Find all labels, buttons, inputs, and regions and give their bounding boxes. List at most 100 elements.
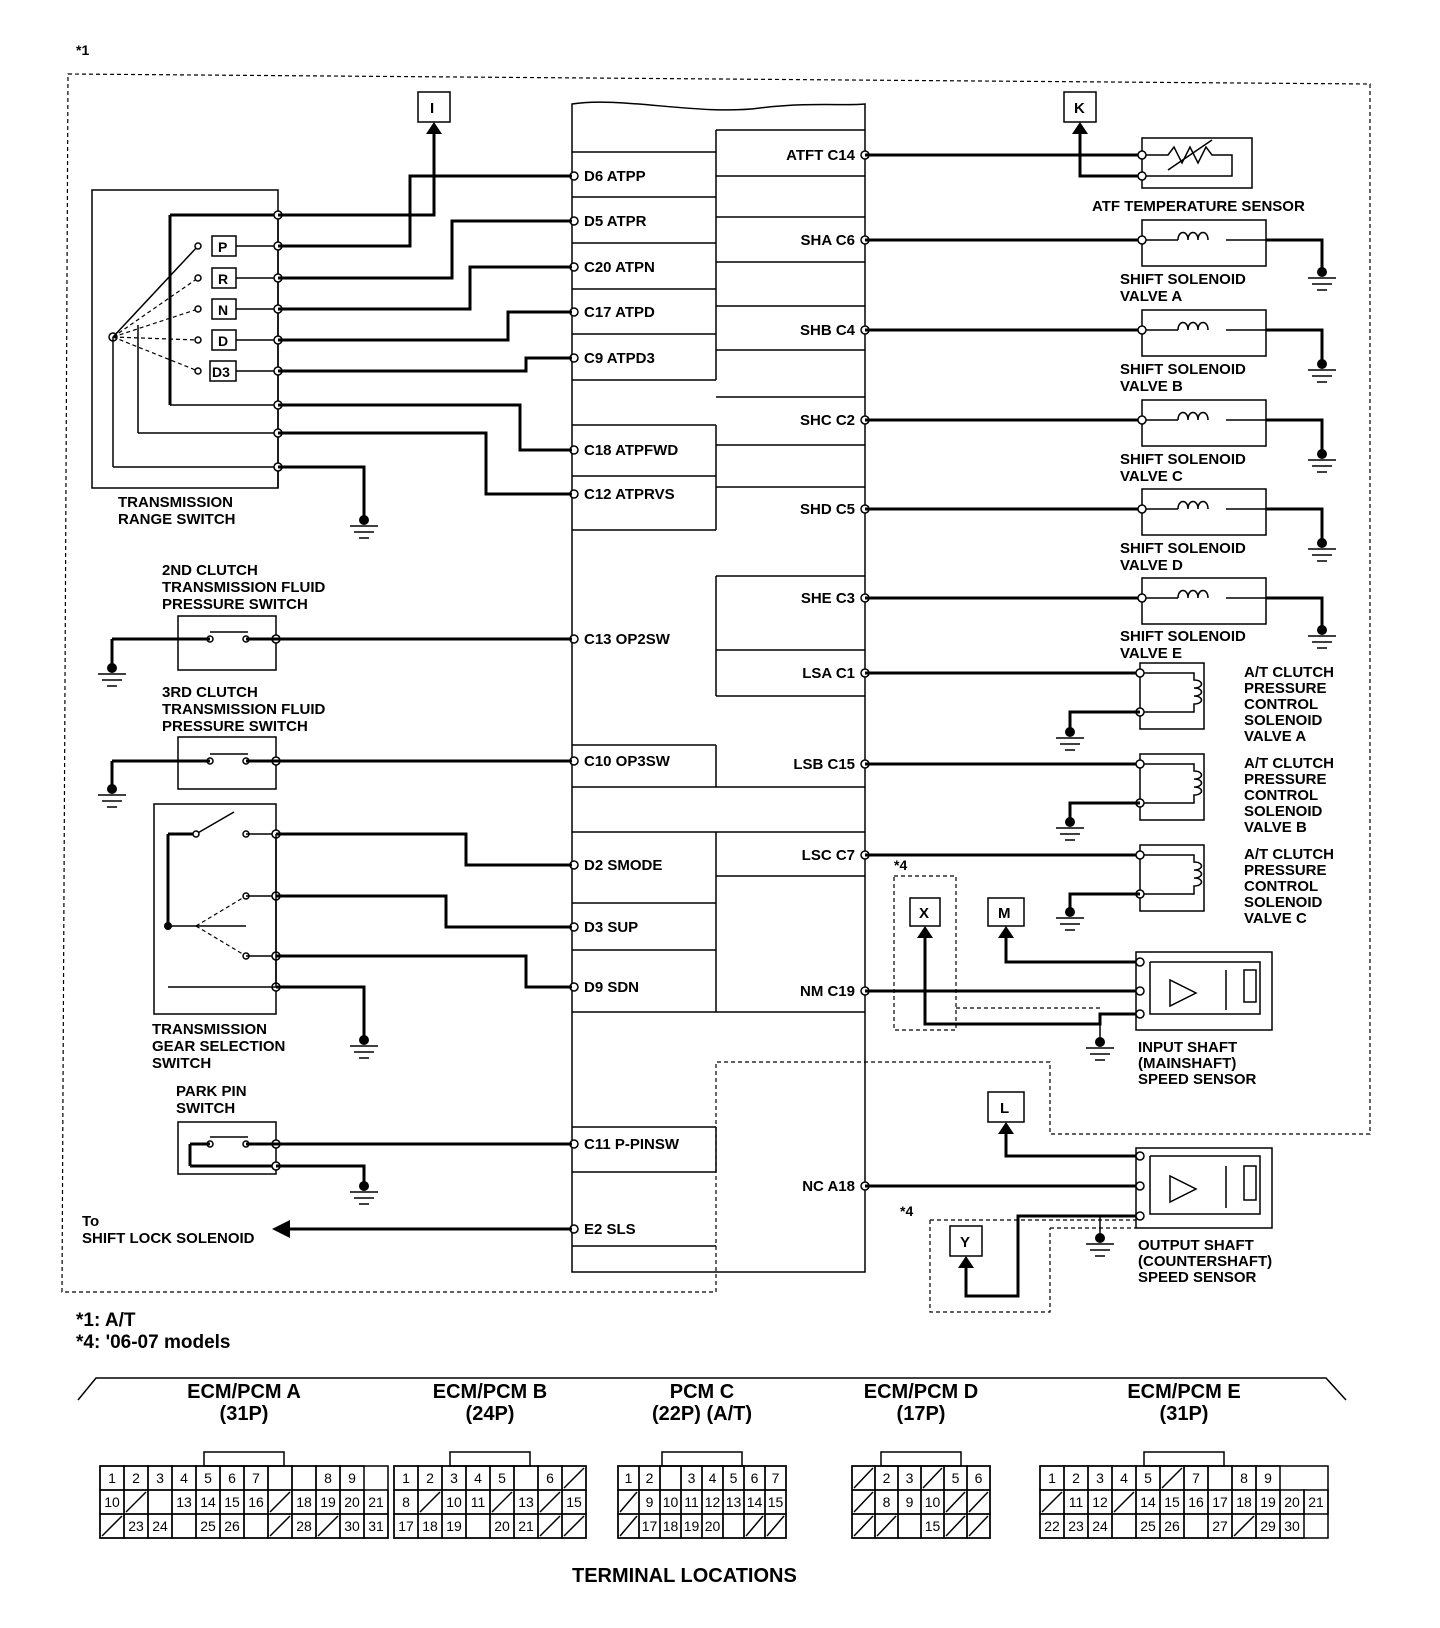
pc-b-label-2: PRESSURE <box>1244 771 1327 788</box>
terminal-name: PCM C <box>670 1381 734 1403</box>
terminal-number: 8 <box>1240 1470 1248 1486</box>
gear-sel-label-2: GEAR SELECTION <box>152 1038 285 1055</box>
op2-pressure-switch: 2ND CLUTCH TRANSMISSION FLUID PRESSURE S… <box>98 562 572 687</box>
shift-solenoid-c: SHIFT SOLENOID VALVE C <box>865 399 1336 485</box>
unused-terminal-slash <box>269 1491 291 1513</box>
terminal-name: ECM/PCM A <box>187 1381 301 1403</box>
terminal-name: ECM/PCM B <box>433 1381 547 1403</box>
sol-c-label-2: VALVE C <box>1120 468 1183 485</box>
terminal-number: 1 <box>625 1470 633 1486</box>
pin-sha-c6: SHA C6 <box>801 232 855 249</box>
terminal-number: 8 <box>883 1494 891 1510</box>
terminal-number: 15 <box>224 1494 240 1510</box>
range-d3-contact: D3 <box>209 360 278 382</box>
terminal-number: 30 <box>344 1518 360 1534</box>
terminal-number: 11 <box>684 1494 699 1510</box>
connector-x-label: X <box>919 905 929 922</box>
connector-y-arrow <box>958 1256 974 1268</box>
pc-c-label-2: PRESSURE <box>1244 862 1327 879</box>
pin-nm-c19: NM C19 <box>800 983 855 1000</box>
terminal-number: 8 <box>324 1470 332 1486</box>
unused-terminal-slash <box>766 1515 785 1537</box>
terminal-number: 9 <box>646 1494 654 1510</box>
connector-l-arrow <box>998 1122 1014 1134</box>
sol-a-label-1: SHIFT SOLENOID <box>1120 271 1246 288</box>
op3-label-1: 3RD CLUTCH <box>162 684 258 701</box>
sol-b-ground <box>1308 359 1336 383</box>
range-r-label: R <box>218 271 228 287</box>
terminal-number: 4 <box>709 1470 717 1486</box>
park-pin-label-2: SWITCH <box>176 1100 235 1117</box>
transmission-range-switch: P R N D D3 <box>91 189 283 528</box>
sol-e-label-1: SHIFT SOLENOID <box>1120 628 1246 645</box>
terminal-number: 2 <box>426 1470 434 1486</box>
legend-note-4: *4: '06-07 models <box>76 1332 230 1353</box>
terminal-number: 26 <box>1164 1518 1180 1534</box>
range-switch-label-1: TRANSMISSION <box>118 494 233 511</box>
input-shaft-speed-sensor: INPUT SHAFT (MAINSHAFT) SPEED SENSOR <box>865 938 1273 1088</box>
range-n-contact: N <box>211 298 278 320</box>
terminal-cell <box>363 1513 389 1539</box>
pin-lsb-c15: LSB C15 <box>793 756 855 773</box>
unused-terminal-slash <box>853 1491 874 1513</box>
terminal-number: 2 <box>646 1470 654 1486</box>
terminal-number: 15 <box>1164 1494 1180 1510</box>
output-sensor-label-1: OUTPUT SHAFT <box>1138 1237 1254 1254</box>
terminal-number: 17 <box>642 1518 658 1534</box>
input-sensor-label-2: (MAINSHAFT) <box>1138 1055 1236 1072</box>
terminal-number: 12 <box>705 1494 721 1510</box>
op2-label-2: TRANSMISSION FLUID <box>162 579 325 596</box>
unused-terminal-slash <box>563 1515 585 1537</box>
terminal-number: 3 <box>906 1470 914 1486</box>
terminal-number: 4 <box>1120 1470 1128 1486</box>
pc-a-label-5: VALVE A <box>1244 728 1306 745</box>
terminal-name: ECM/PCM D <box>864 1381 978 1403</box>
pc-solenoid-c: A/T CLUTCH PRESSURE CONTROL SOLENOID VAL… <box>865 844 1334 931</box>
terminal-number: 13 <box>176 1494 192 1510</box>
terminal-cell <box>764 1513 787 1539</box>
terminal-cell <box>291 1465 317 1491</box>
pin-lsa-c1: LSA C1 <box>802 665 855 682</box>
unused-terminal-slash <box>619 1515 638 1537</box>
terminal-number: 1 <box>108 1470 116 1486</box>
pin-shd-c5: SHD C5 <box>800 501 855 518</box>
sol-d-ground <box>1308 538 1336 562</box>
terminal-pin-count: (31P) <box>1160 1403 1209 1425</box>
terminal-number: 20 <box>1284 1494 1300 1510</box>
sol-b-label-2: VALVE B <box>1120 378 1183 395</box>
op2-label-1: 2ND CLUTCH <box>162 562 258 579</box>
pin-shc-c2: SHC C2 <box>800 412 855 429</box>
connector-i: I <box>417 91 451 123</box>
unused-terminal-slash <box>968 1491 989 1513</box>
shift-solenoid-a: SHIFT SOLENOID VALVE A <box>865 219 1336 305</box>
range-p-label: P <box>218 239 227 255</box>
pc-a-label-2: PRESSURE <box>1244 680 1327 697</box>
connector-k-label: K <box>1074 100 1085 117</box>
terminal-number: 1 <box>402 1470 410 1486</box>
pin-shb-c4: SHB C4 <box>800 322 856 339</box>
input-sensor-label-1: INPUT SHAFT <box>1138 1039 1237 1056</box>
unused-terminal-slash <box>745 1515 764 1537</box>
terminal-number: 3 <box>156 1470 164 1486</box>
terminal-cell <box>1303 1489 1329 1515</box>
ecm-pcm-unit <box>571 101 866 1273</box>
terminal-number: 29 <box>1260 1518 1276 1534</box>
pc-a-label-4: SOLENOID <box>1244 712 1323 729</box>
terminal-bracket <box>77 1377 1347 1401</box>
terminal-number: 6 <box>975 1470 983 1486</box>
top-note-marker: *1 <box>76 42 89 58</box>
connector-latch <box>661 1451 743 1467</box>
terminal-number: 8 <box>402 1494 410 1510</box>
pc-a-label-1: A/T CLUTCH <box>1244 664 1334 681</box>
terminal-number: 30 <box>1284 1518 1300 1534</box>
terminal-cell <box>147 1489 173 1515</box>
terminal-number: 5 <box>1144 1470 1152 1486</box>
op3-label-3: PRESSURE SWITCH <box>162 718 308 735</box>
pc-b-label-1: A/T CLUTCH <box>1244 755 1334 772</box>
terminal-number: 7 <box>252 1470 260 1486</box>
terminal-cell <box>722 1513 745 1539</box>
unused-terminal-slash <box>125 1491 147 1513</box>
pin-d3-sup: D3 SUP <box>584 919 638 936</box>
